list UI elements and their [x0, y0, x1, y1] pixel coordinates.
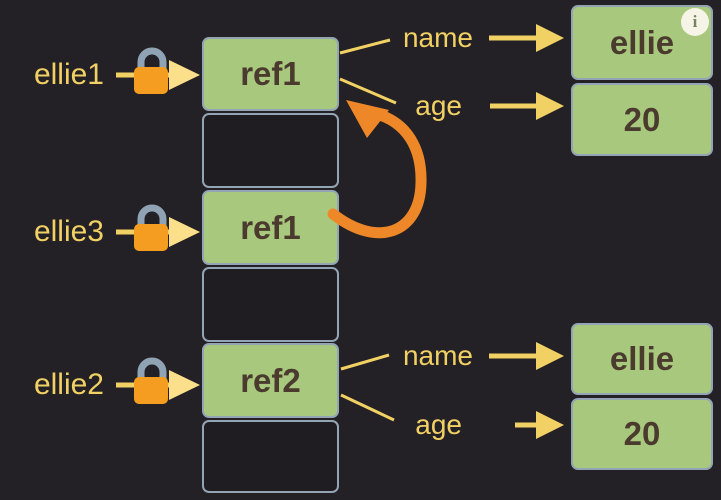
- field-label-name: name: [402, 340, 473, 371]
- object-value: ellie: [609, 340, 675, 377]
- age-arrow-icon: [515, 411, 564, 439]
- stack-cell-empty: [202, 420, 339, 493]
- stack-cell-empty: [202, 267, 339, 342]
- object-value-box-name: ellie: [571, 323, 713, 395]
- lock-icon: [134, 224, 168, 251]
- variable-label-ellie3: ellie3: [33, 215, 104, 248]
- stack-cell-ref1: ref1: [202, 37, 339, 111]
- lock-shackle: [137, 357, 167, 379]
- info-icon-glyph: i: [692, 12, 698, 31]
- pointer-row-ellie3: [116, 204, 200, 251]
- object-value-box-age: 20: [571, 398, 713, 470]
- lock-icon: [134, 67, 168, 94]
- pointer-row-ellie2: [116, 357, 200, 404]
- field-label-age: age: [415, 409, 462, 440]
- pointer-arrowhead-icon: [169, 60, 200, 90]
- lock-shackle: [137, 47, 167, 69]
- cell-value: ref1: [240, 208, 301, 246]
- pointer-arrowhead-icon: [169, 217, 200, 247]
- field-label-name: name: [402, 22, 473, 53]
- object-value-box-age: 20: [571, 83, 713, 156]
- cell-value: ref2: [240, 361, 301, 399]
- lock-icon: [134, 377, 168, 404]
- name-arrow-icon: [489, 342, 564, 370]
- age-arrow-icon: [490, 92, 564, 120]
- stack-cell-ref1-duplicate: ref1: [202, 190, 339, 265]
- pointer-arrowhead-icon: [169, 370, 200, 400]
- stack-cell-ref2: ref2: [202, 343, 339, 418]
- pointer-row-ellie1: [116, 47, 200, 94]
- info-icon[interactable]: i: [681, 8, 709, 36]
- variable-label-ellie2: ellie2: [33, 368, 104, 401]
- object-value: ellie: [609, 23, 675, 61]
- stack-cell-empty: [202, 113, 339, 188]
- object-value: 20: [623, 100, 661, 138]
- variable-label-ellie1: ellie1: [33, 58, 104, 91]
- lock-shackle: [137, 204, 167, 226]
- object-value: 20: [623, 415, 661, 452]
- name-arrow-icon: [489, 24, 564, 52]
- cell-value: ref1: [240, 55, 301, 92]
- field-label-age: age: [415, 90, 462, 121]
